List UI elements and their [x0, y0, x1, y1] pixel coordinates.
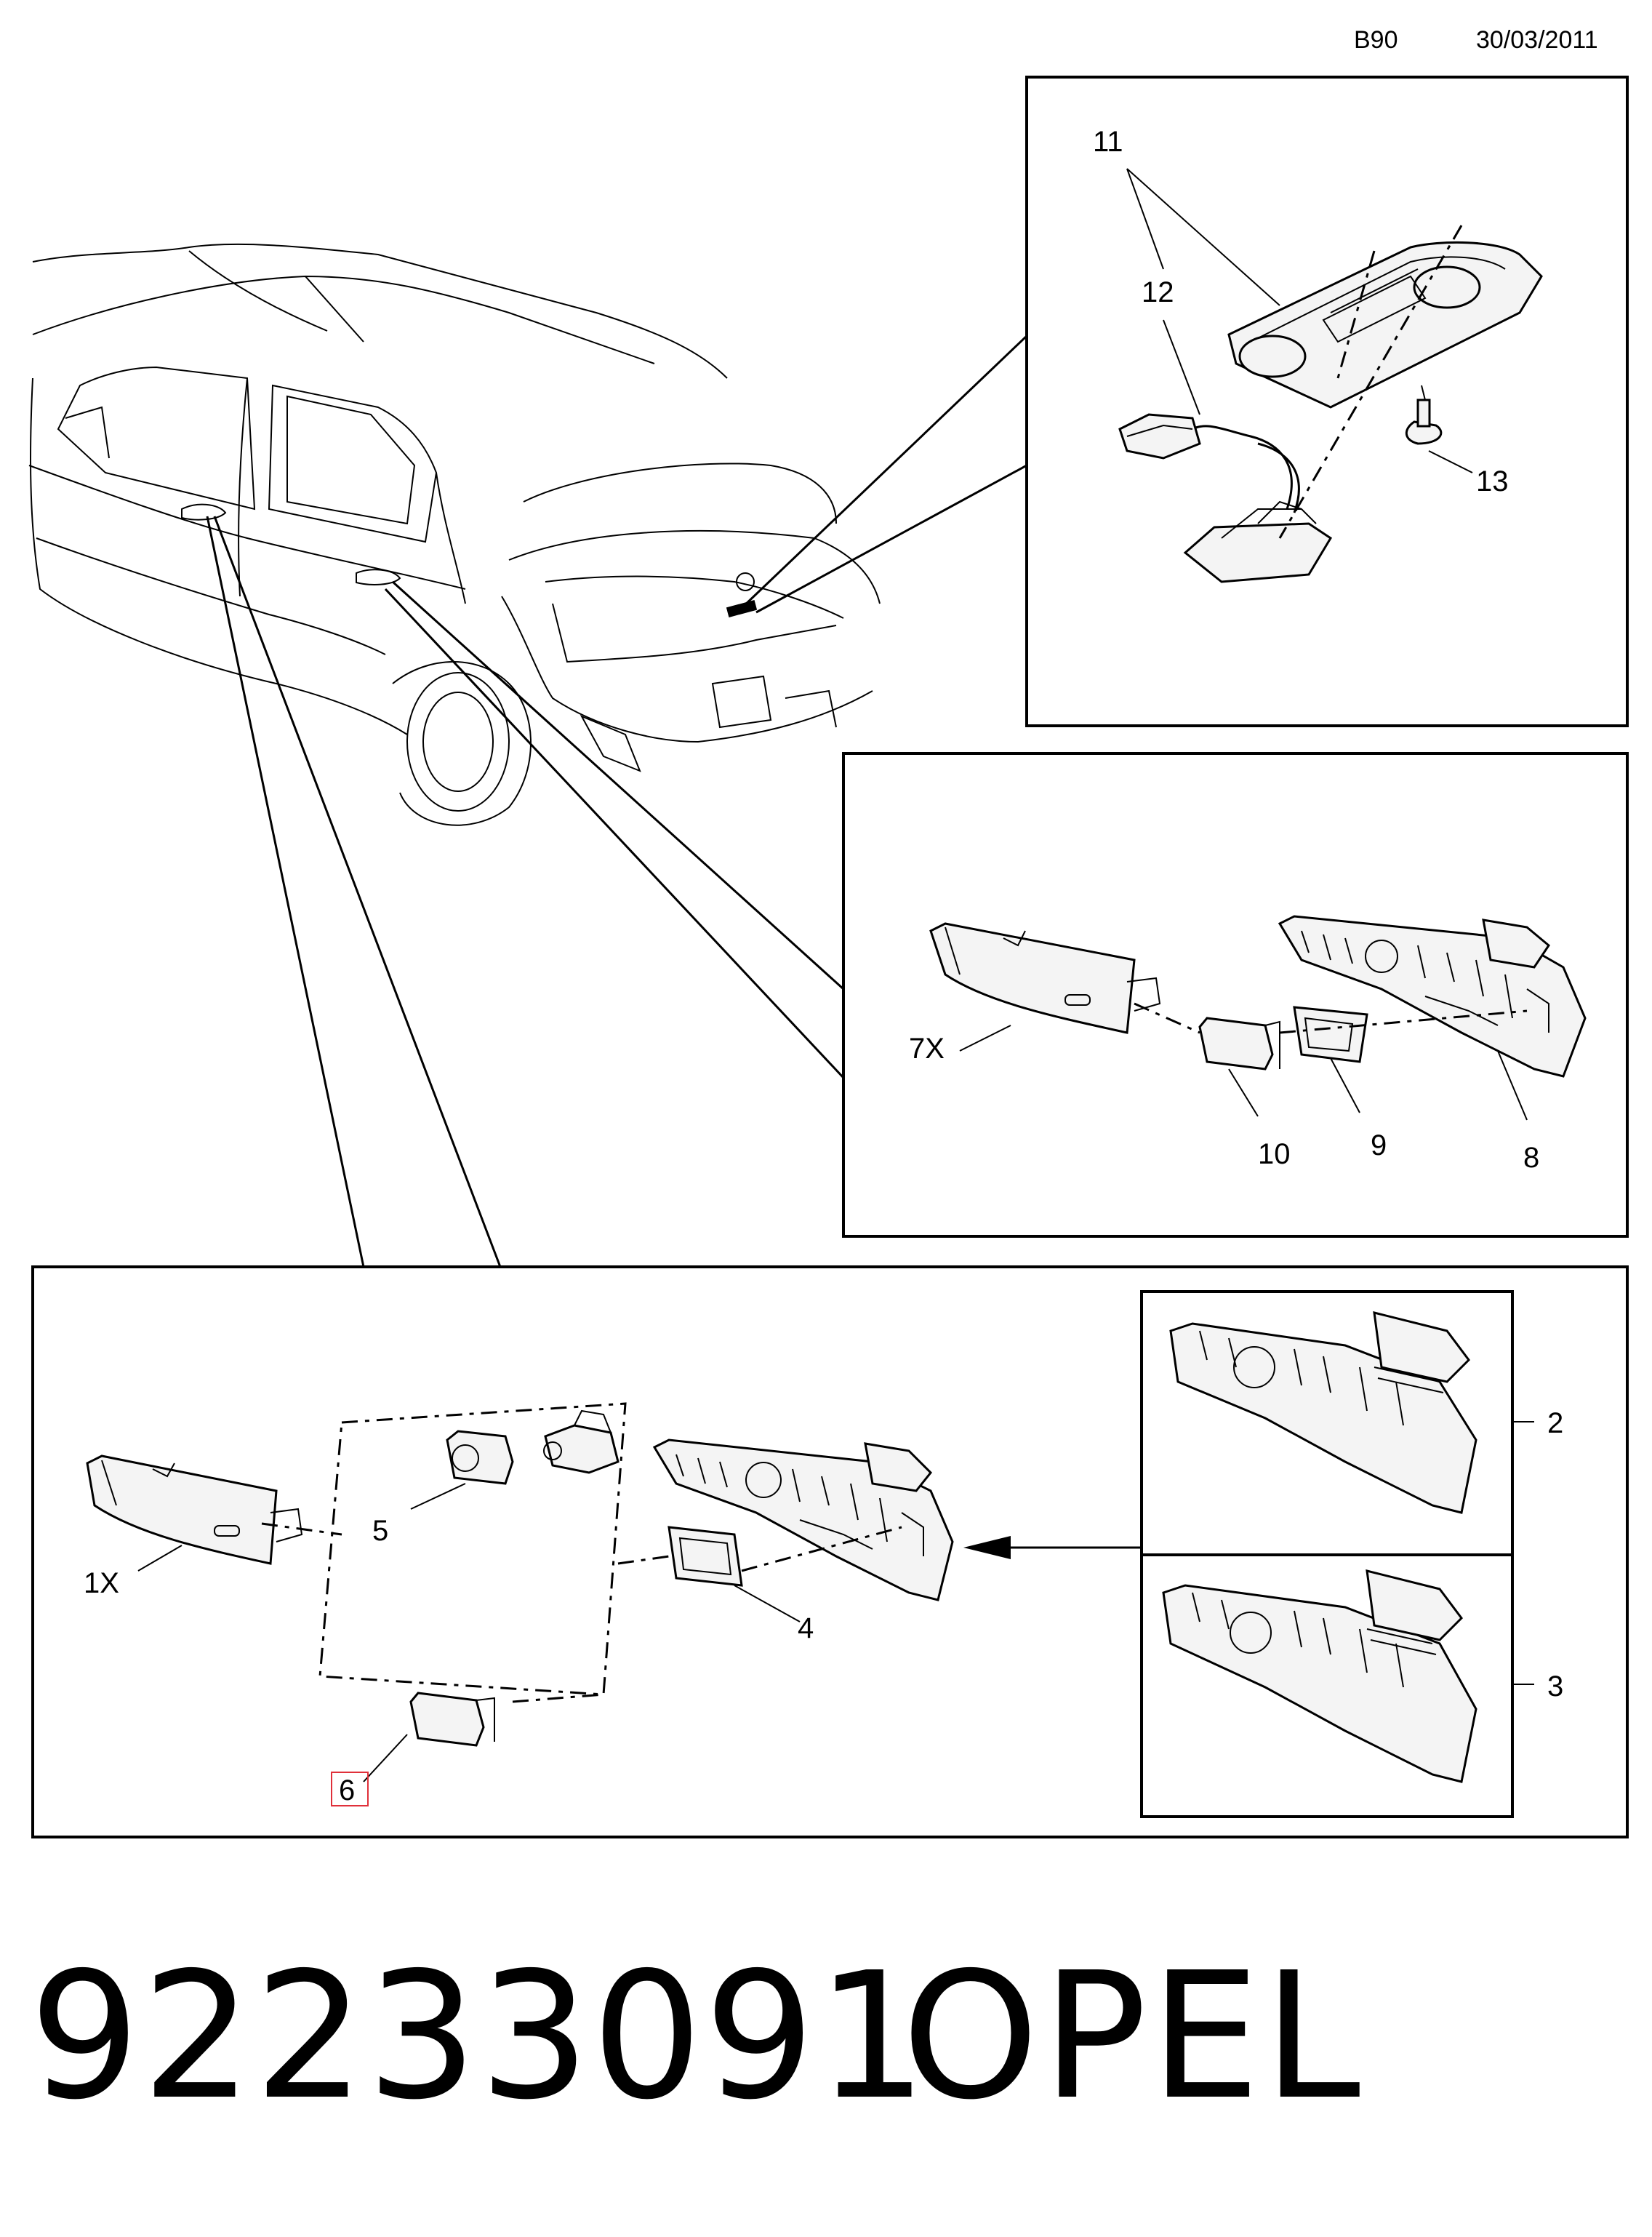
callout-12: 12 [1142, 276, 1174, 308]
callout-4: 4 [798, 1612, 814, 1644]
callout-8: 8 [1523, 1142, 1539, 1174]
parts-diagram: 11 12 13 7X 10 9 8 1X 5 4 2 3 6 [28, 76, 1629, 1838]
callout-labels: 11 12 13 7X 10 9 8 1X 5 4 2 3 6 [84, 126, 1563, 1806]
tail-light-detail-box [1025, 76, 1629, 727]
callout-2: 2 [1547, 1407, 1563, 1439]
callout-6-highlight [331, 1772, 369, 1806]
callout-13: 13 [1476, 465, 1509, 497]
brand-name: OPEL [902, 1934, 1363, 2138]
part-number: 92233091 [29, 1934, 929, 2138]
car-illustration [28, 243, 881, 826]
callout-7x: 7X [909, 1033, 945, 1065]
callout-6: 6 [339, 1774, 355, 1806]
diagram-code: B90 [1354, 26, 1398, 54]
callout-11: 11 [1093, 126, 1123, 158]
callout-3: 3 [1547, 1670, 1563, 1702]
rear-handle-detail-box [842, 752, 1629, 1238]
front-handle-detail-box [31, 1265, 1629, 1838]
callout-9: 9 [1371, 1129, 1387, 1161]
diagram-date: 30/03/2011 [1476, 26, 1598, 54]
callout-5: 5 [372, 1515, 388, 1547]
callout-10: 10 [1258, 1138, 1291, 1170]
callout-1x: 1X [84, 1567, 119, 1599]
leader-lines [206, 335, 1028, 1268]
